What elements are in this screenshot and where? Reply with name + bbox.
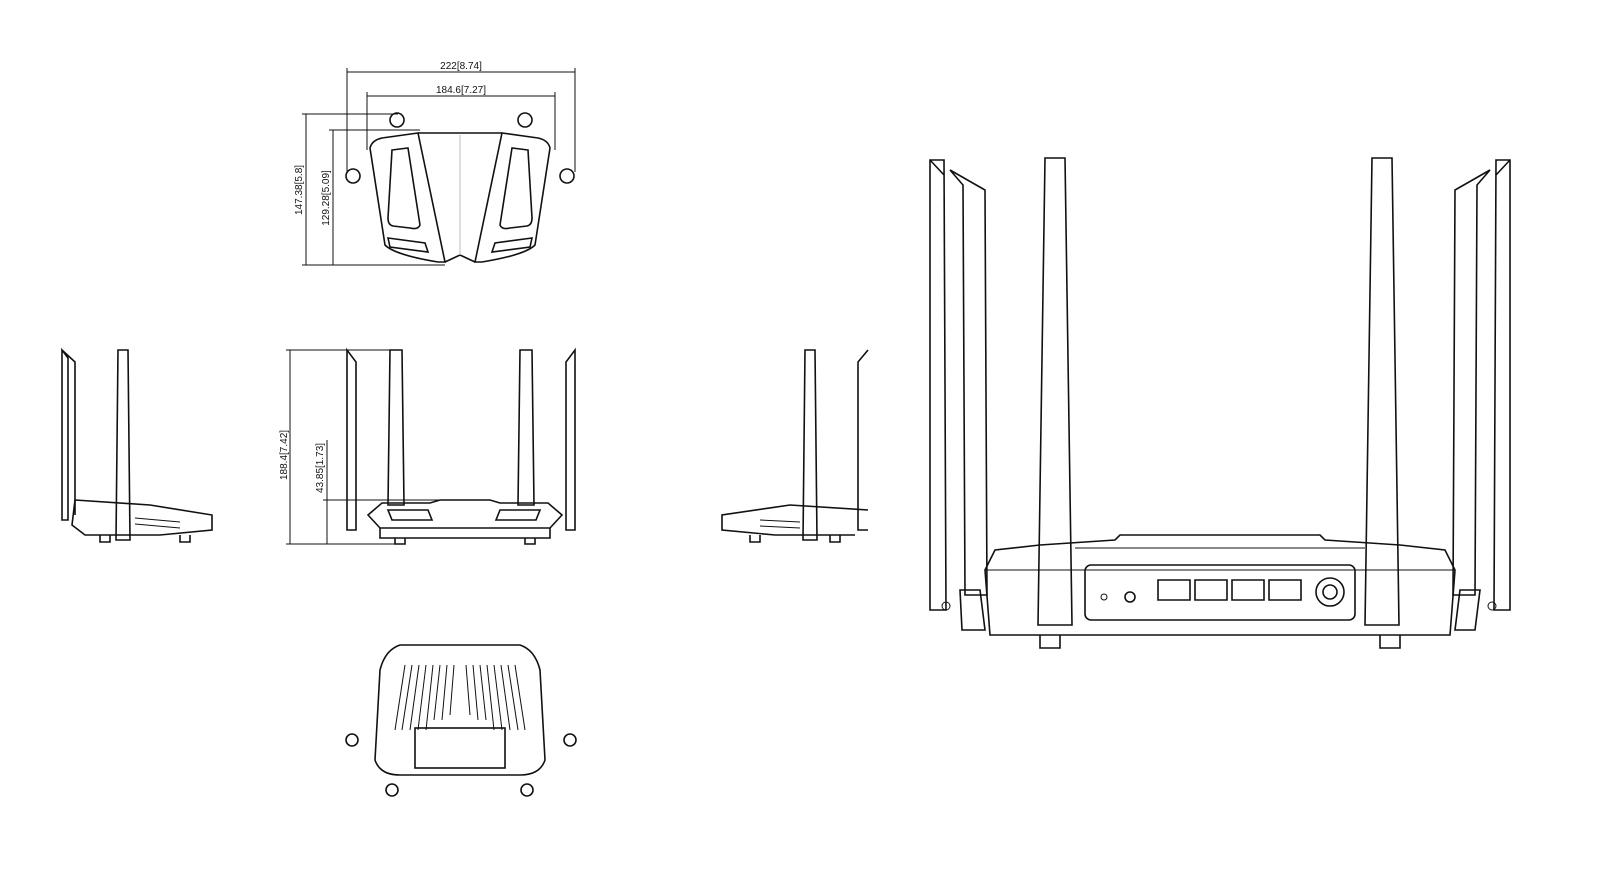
rear-view-large	[929, 157, 1511, 649]
dim-body-width: 184.6[7.27]	[436, 85, 486, 96]
dim-overall-width: 222[8.74]	[440, 61, 482, 72]
top-view	[302, 68, 576, 266]
dim-body-depth: 129.28[5.09]	[321, 170, 332, 226]
dim-overall-height: 188.4[7.42]	[279, 430, 290, 480]
dim-body-height: 43.85[1.73]	[315, 443, 326, 493]
bottom-view	[345, 644, 577, 797]
left-side-view	[61, 347, 213, 543]
right-side-view	[721, 349, 869, 543]
front-view	[286, 347, 576, 545]
dim-overall-depth: 147.38[5.8]	[294, 165, 305, 215]
